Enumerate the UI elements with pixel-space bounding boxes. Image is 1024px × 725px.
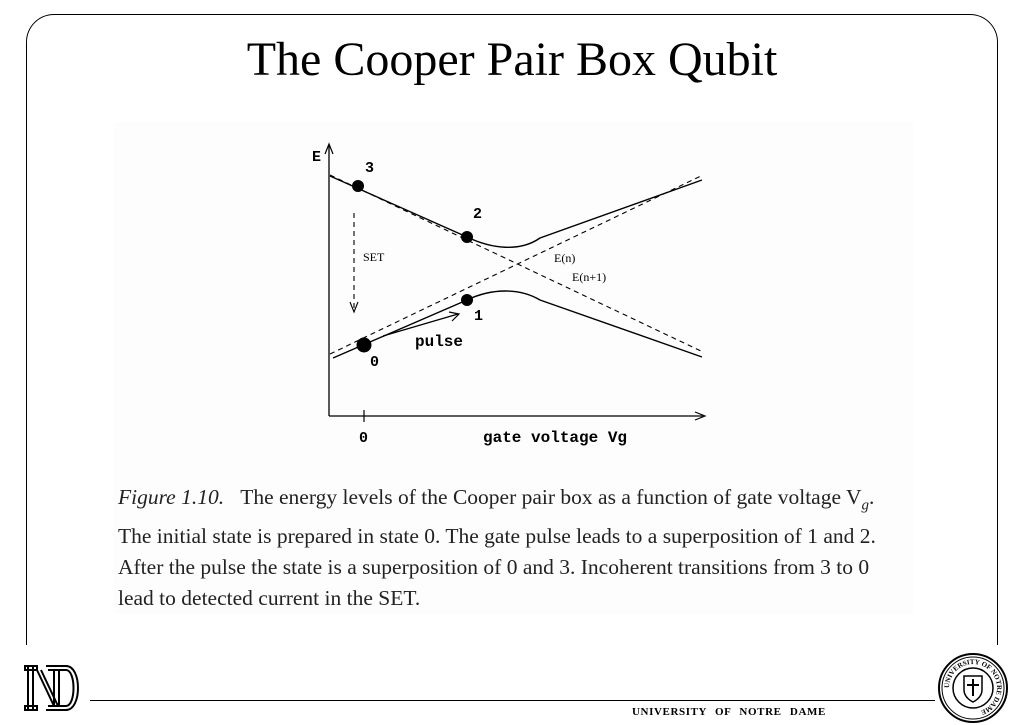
x-axis-arrowhead [694,411,707,421]
slide-title: The Cooper Pair Box Qubit [246,33,778,86]
lower-energy-band [332,290,703,359]
upper-energy-band [329,175,703,248]
caption-text: The energy levels of the Cooper pair box… [240,485,862,509]
set-arrowhead [349,301,359,314]
state-label-3: 3 [365,160,374,177]
state-label-1: 1 [474,308,483,325]
curve-label-e-n-plus-1: E(n+1) [572,270,606,284]
curve-label-e-n: E(n) [554,251,575,265]
state-point-0 [356,337,372,353]
state-point-3 [352,180,364,192]
university-seal-logo: UNIVERSITY OF NOTRE DAME [938,653,1008,723]
figure-area [113,122,913,614]
y-axis-arrowhead [324,142,334,155]
x-tick-label: 0 [359,430,368,447]
pulse-label: pulse [415,333,463,351]
footer-university-name: UNIVERSITY OF NOTRE DAME [632,706,826,718]
x-axis-label: gate voltage Vg [483,429,627,447]
dashed-line-e-n-plus-1 [329,174,704,355]
slide-frame [26,14,998,645]
pulse-arrowhead [448,311,461,322]
state-point-2 [461,231,473,243]
y-axis-label: E [312,149,321,166]
state-label-2: 2 [473,206,482,223]
pulse-arrow [382,313,459,337]
set-label: SET [363,250,385,264]
figure-caption: Figure 1.10. The energy levels of the Co… [118,482,908,614]
nd-monogram-logo [24,665,79,711]
caption-text-rest: . The initial state is prepared in state… [118,485,876,611]
caption-subscript: g [861,497,870,514]
dashed-line-e-n [329,174,704,353]
state-label-0: 0 [370,354,379,371]
footer-rule [90,700,935,701]
state-point-1 [461,294,473,306]
caption-lead: Figure 1.10. [118,485,225,509]
